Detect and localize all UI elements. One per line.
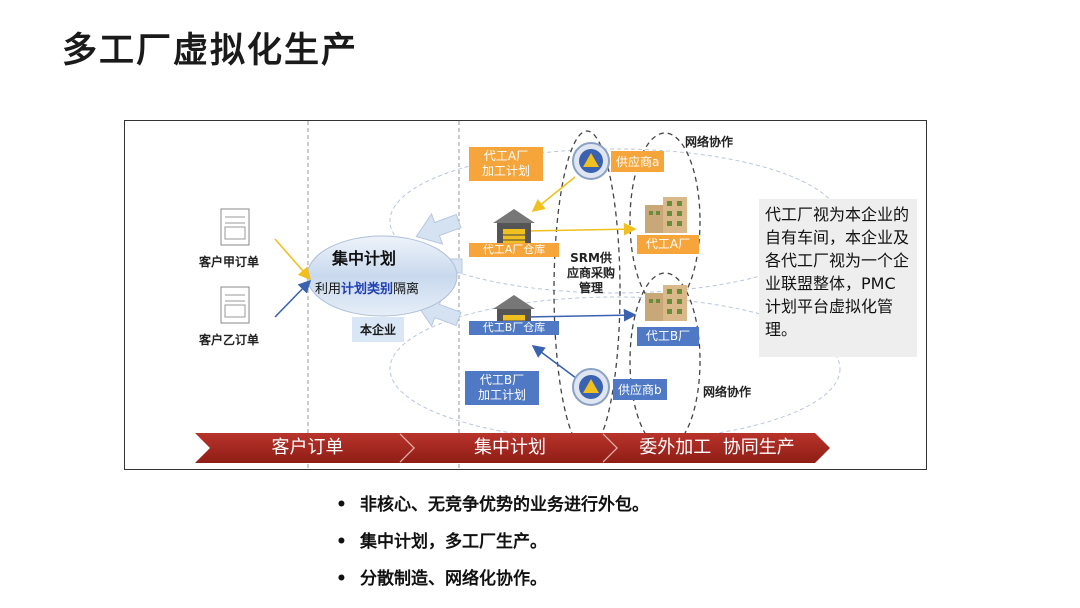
central-plan-subtitle: 利用计划类别隔离: [315, 282, 420, 297]
central-plan-title: 集中计划: [332, 249, 397, 268]
bullet-item: •分散制造、网络化协作。: [336, 564, 649, 601]
factory-a-building-icon: [645, 197, 687, 233]
factory-a-plan-box: 代工A厂 加工计划: [469, 147, 543, 181]
factory-b-box: 代工B厂: [637, 327, 699, 346]
note-box: 代工厂视为本企业的自有车间，本企业及各代工厂视为一个企业联盟整体，PMC计划平台…: [759, 199, 917, 357]
supplier-b-badge-icon: [572, 368, 610, 406]
factory-b-warehouse-box: 代工B厂仓库: [469, 321, 559, 335]
bullet-item: •集中计划，多工厂生产。: [336, 527, 649, 564]
virtual-production-diagram: 客户甲订单 客户乙订单 集中计划 利用计划类别隔离 本企业 代工A厂 加工计划 …: [124, 120, 927, 470]
warehouse-a-icon: [493, 209, 535, 245]
company-tag: 本企业: [352, 317, 405, 342]
order-b-document-icon: [220, 286, 250, 324]
order-a-label: 客户甲订单: [199, 255, 260, 269]
supplier-a-badge-icon: [572, 142, 610, 180]
stage-label-outsource: 委外加工 协同生产: [639, 437, 795, 458]
bullet-list: •非核心、无竞争优势的业务进行外包。 •集中计划，多工厂生产。 •分散制造、网络…: [336, 490, 649, 601]
network-label-b: 网络协作: [703, 385, 752, 399]
stage-label-plan: 集中计划: [474, 437, 546, 458]
srm-region: [553, 130, 621, 452]
bullet-dot-icon: •: [336, 532, 347, 552]
stage-label-orders: 客户订单: [271, 437, 344, 458]
slide-title: 多工厂虚拟化生产: [62, 31, 359, 71]
factory-a-warehouse-box: 代工A厂仓库: [469, 243, 559, 257]
bullet-dot-icon: •: [336, 495, 347, 515]
factory-b-plan-box: 代工B厂 加工计划: [465, 371, 539, 405]
stage-chevron: [400, 433, 618, 463]
bullet-dot-icon: •: [336, 569, 347, 589]
factory-a-box: 代工A厂: [637, 235, 699, 254]
stage-chevron: [195, 433, 415, 463]
order-b-label: 客户乙订单: [199, 333, 260, 347]
network-label-a: 网络协作: [685, 135, 734, 149]
bullet-item: •非核心、无竞争优势的业务进行外包。: [336, 490, 649, 527]
order-a-document-icon: [220, 208, 250, 246]
supplier-b-tag: 供应商b: [613, 379, 667, 400]
factory-b-building-icon: [645, 285, 687, 321]
diagram-connectors: [195, 121, 841, 469]
stage-chevron: [603, 433, 830, 463]
srm-label: SRM供 应商采购 管理: [566, 251, 615, 295]
supplier-a-tag: 供应商a: [611, 151, 665, 172]
